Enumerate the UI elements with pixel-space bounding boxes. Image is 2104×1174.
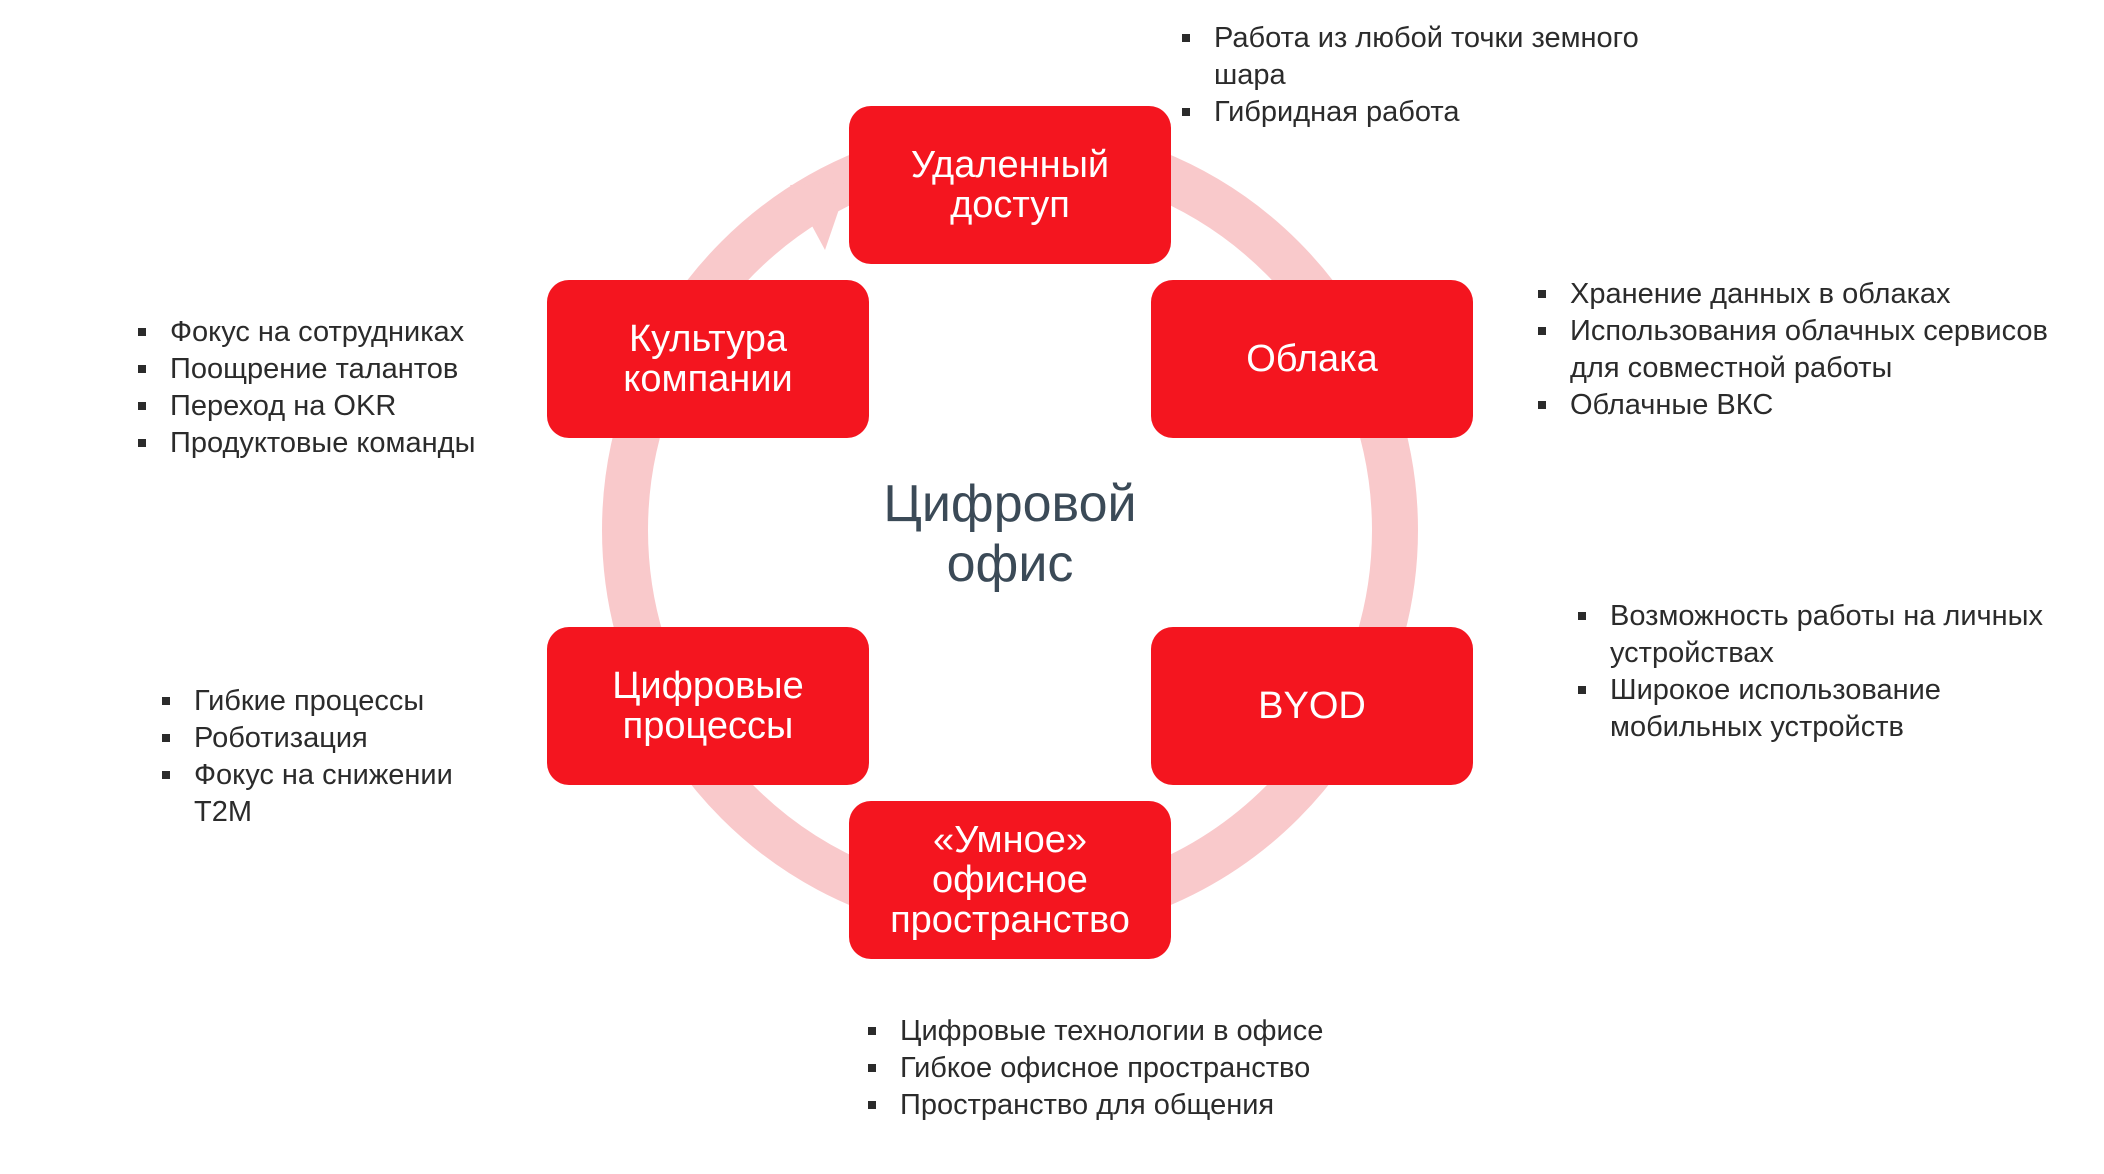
bullet-item: Хранение данных в облаках [1536,276,2086,313]
bullet-item: Фокус на сотрудниках [136,314,506,351]
bullets-remote: Работа из любой точки земного шара Гибри… [1180,20,1700,131]
bullet-item: Пространство для общения [866,1087,1426,1124]
bullet-item: Фокус на снижении T2M [160,757,490,831]
bullet-item: Использования облачных сервисов для совм… [1536,313,2086,387]
ring-arrowhead-icon [790,183,848,250]
bullet-item: Облачные ВКС [1536,387,2086,424]
node-remote-access: Удаленный доступ [849,106,1171,264]
bullet-item: Широкое использование мобильных устройст… [1576,672,2091,746]
center-label: Цифровой офис [883,475,1137,593]
bullet-item: Роботизация [160,720,490,757]
bullets-company-culture: Фокус на сотрудниках Поощрение талантов … [136,314,506,462]
bullet-item: Гибкие процессы [160,683,490,720]
node-clouds: Облака [1151,280,1473,438]
bullet-item: Работа из любой точки земного шара [1180,20,1700,94]
bullets-byod: Возможность работы на личных устройствах… [1576,598,2091,746]
bullets-smart-office: Цифровые технологии в офисе Гибкое офисн… [866,1013,1426,1124]
node-company-culture: Культура компании [547,280,869,438]
node-digital-processes: Цифровые процессы [547,627,869,785]
bullet-item: Поощрение талантов [136,351,506,388]
node-byod: BYOD [1151,627,1473,785]
bullet-item: Гибридная работа [1180,94,1700,131]
node-smart-office: «Умное» офисное пространство [849,801,1171,959]
bullet-item: Цифровые технологии в офисе [866,1013,1426,1050]
bullet-item: Гибкое офисное пространство [866,1050,1426,1087]
bullet-item: Продуктовые команды [136,425,506,462]
bullets-clouds: Хранение данных в облаках Использования … [1536,276,2086,424]
bullet-item: Переход на OKR [136,388,506,425]
bullet-item: Возможность работы на личных устройствах [1576,598,2091,672]
bullets-digital-processes: Гибкие процессы Роботизация Фокус на сни… [160,683,490,831]
